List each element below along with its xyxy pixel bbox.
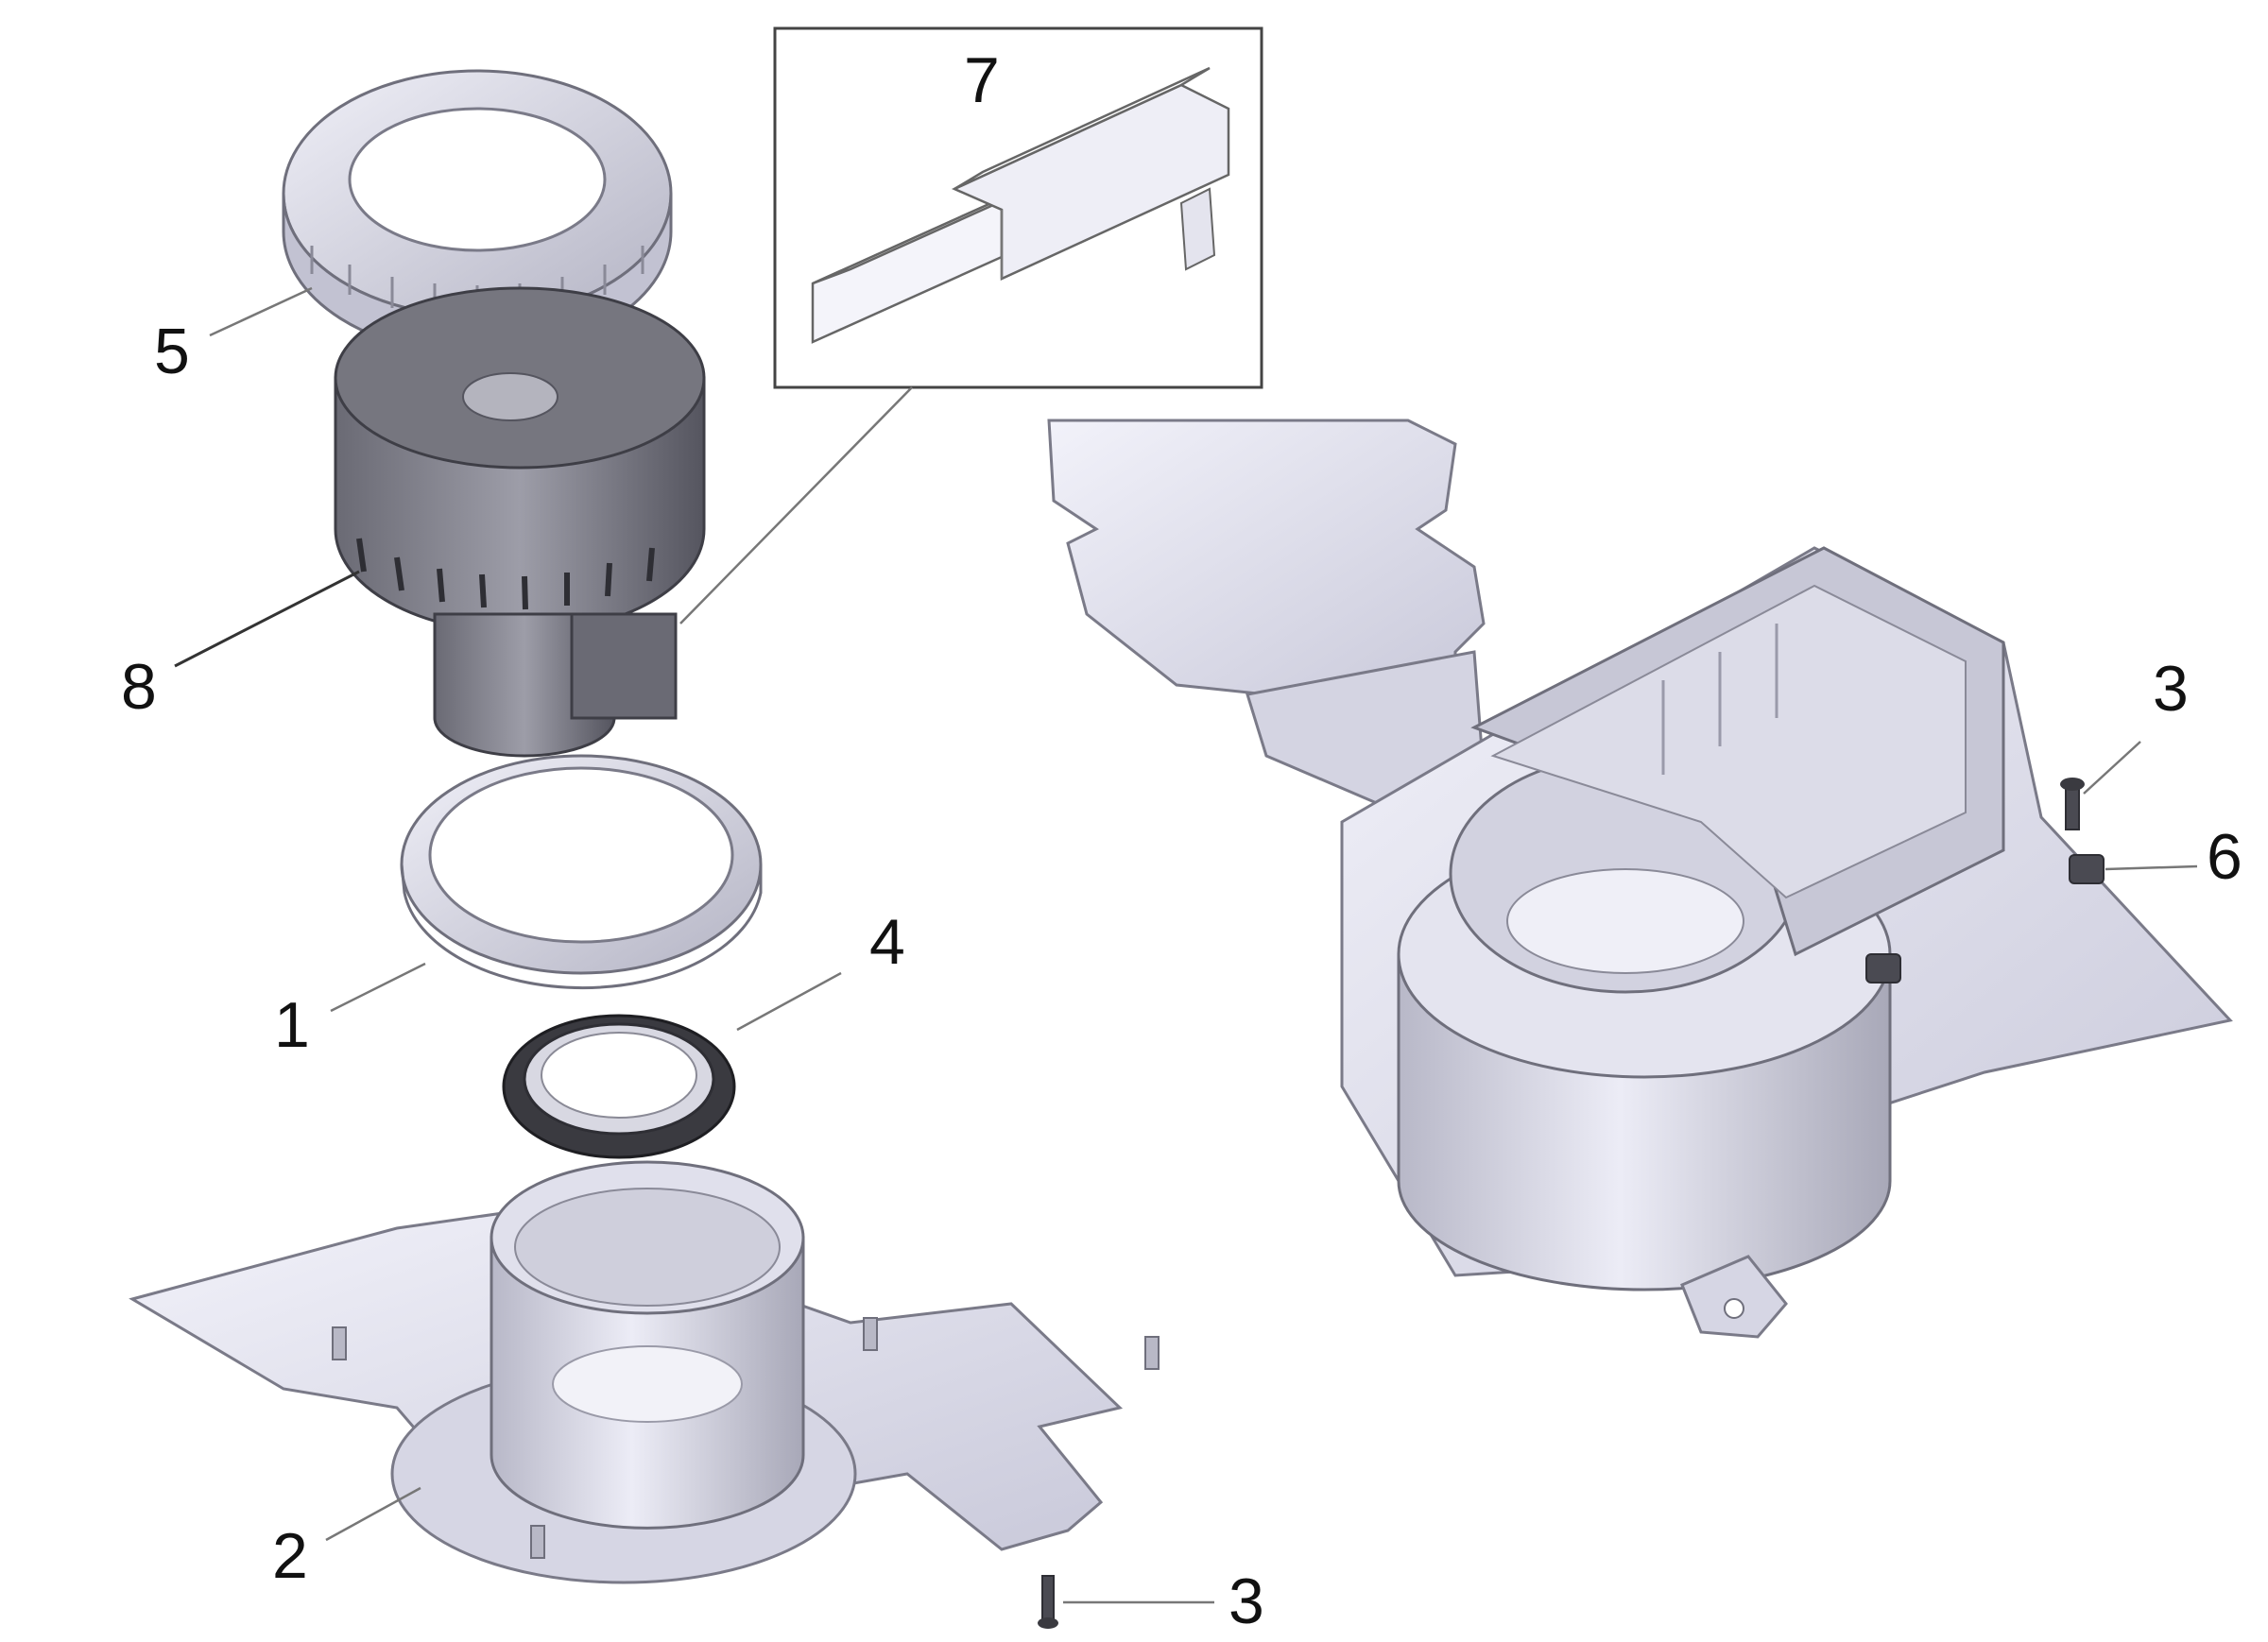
callout-5: 5 [154,316,190,387]
callout-1: 1 [274,989,310,1061]
motor-part-8 [334,286,706,758]
callout-3-bottom: 3 [1228,1565,1264,1637]
clip-part-6-installed [1865,854,2105,983]
leader-lines [174,286,2198,1604]
leader-7-to-motor [679,386,913,624]
carbon-brush-part-7 [811,66,1230,344]
callout-4: 4 [869,906,905,978]
clamp-ring-part-1 [400,754,763,990]
screw-part-3-installed [2060,778,2085,830]
inset-box-carbon-brush [773,26,1263,389]
callout-7: 7 [964,44,1000,116]
callout-labels: 5 8 1 4 2 3 7 3 6 [121,44,2242,1637]
callout-8: 8 [121,651,157,723]
seal-part-4 [502,1014,736,1159]
upper-housing-assembled [1047,419,2233,1339]
lower-housing-part-2 [129,1160,1160,1584]
screw-part-3 [1038,1575,1058,1629]
callout-2: 2 [272,1520,308,1592]
callout-3-right: 3 [2153,653,2189,725]
callout-6: 6 [2207,821,2242,893]
